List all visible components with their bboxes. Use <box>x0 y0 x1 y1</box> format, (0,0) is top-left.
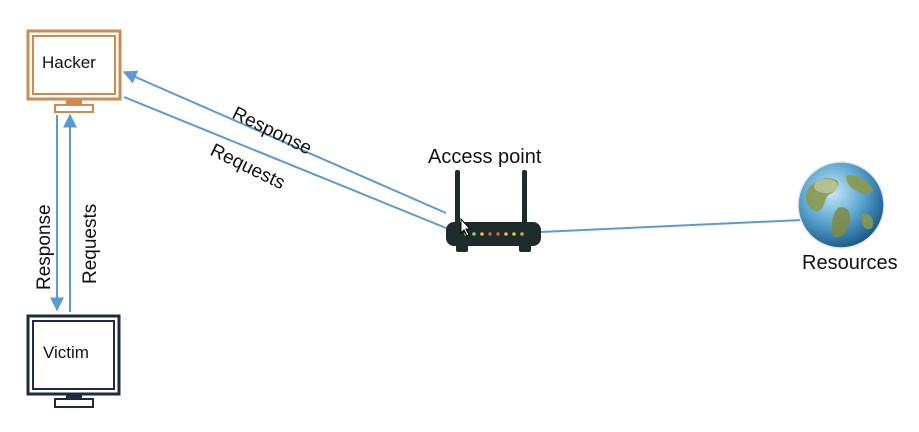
hacker-computer-icon <box>26 29 122 113</box>
globe-icon <box>797 161 885 249</box>
hacker-label: Hacker <box>42 53 96 72</box>
victim-label: Victim <box>43 343 89 362</box>
router-icon <box>446 170 541 252</box>
victim-hacker-requests-label: Requests <box>80 203 101 284</box>
victim-hacker-response-label: Response <box>34 204 55 290</box>
victim-computer-icon <box>26 314 121 408</box>
resources-label: Resources <box>802 252 898 274</box>
ap-resources-link <box>539 219 803 233</box>
requests-line-hacker-to-ap <box>123 96 447 229</box>
access-point-label: Access point <box>428 146 542 168</box>
mouse-cursor-icon <box>460 217 472 237</box>
response-arrow-to-hacker <box>122 70 447 214</box>
